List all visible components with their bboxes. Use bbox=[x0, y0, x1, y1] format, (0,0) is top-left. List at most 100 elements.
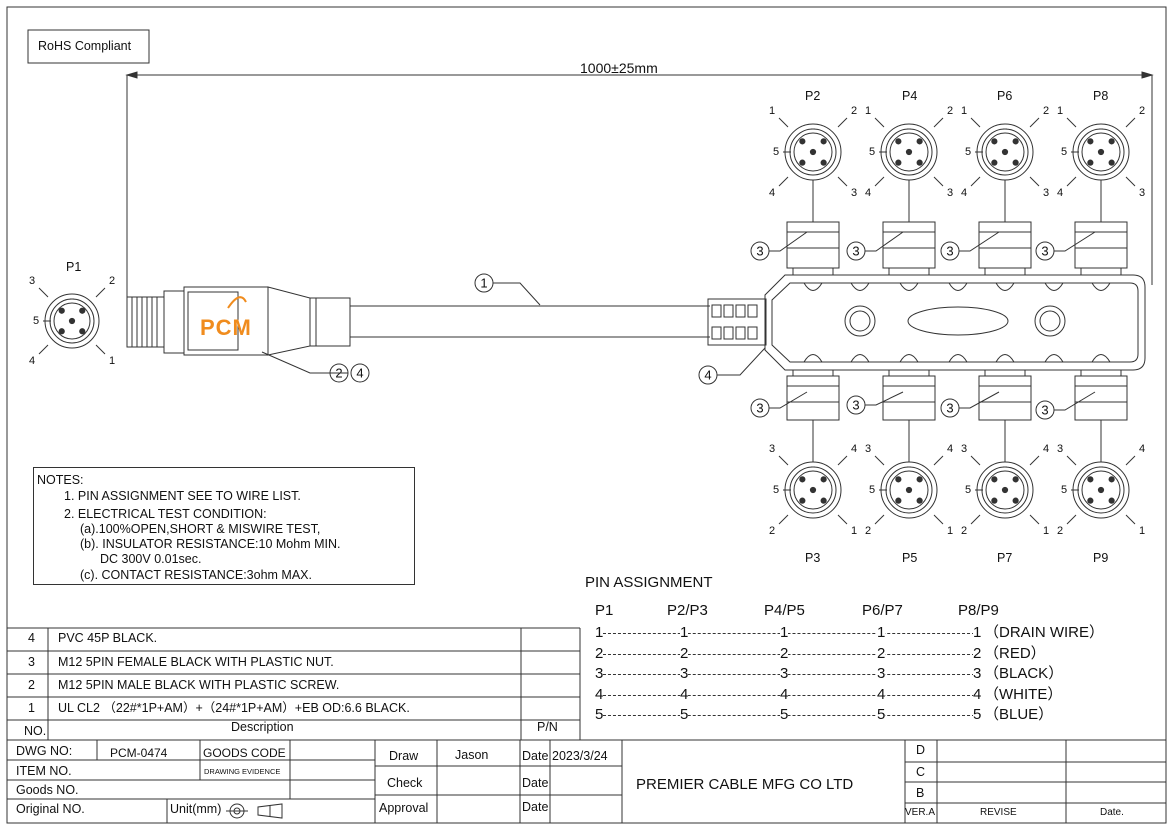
pin-number: 3 bbox=[29, 275, 35, 287]
pin-number: 4 bbox=[1057, 187, 1063, 199]
p1-connector-face bbox=[38, 287, 106, 355]
pin-number: 5 bbox=[1061, 146, 1067, 158]
pin-row-number: 5 bbox=[877, 706, 886, 723]
bom-desc: UL CL2 （22#*1P+AM）+（24#*1P+AM）+EB OD:6.6… bbox=[58, 701, 410, 715]
pin-number: 2 bbox=[1057, 525, 1063, 537]
pin-row-number: 2 bbox=[973, 644, 982, 662]
bottom-connector-face bbox=[778, 455, 848, 525]
sheet-border bbox=[6, 6, 1167, 824]
pin-number: 2 bbox=[769, 525, 775, 537]
female-nut bbox=[1074, 180, 1128, 275]
dim-arrow-right bbox=[1141, 71, 1154, 79]
pin-number: 2 bbox=[1043, 105, 1049, 117]
female-nut bbox=[882, 370, 936, 462]
pin-row-number: 3 bbox=[780, 665, 789, 682]
p6-label: P6 bbox=[997, 89, 1013, 103]
note-line: (a).100%OPEN,SHORT & MISWIRE TEST, bbox=[80, 522, 321, 536]
ver-a: VER.A bbox=[905, 807, 936, 818]
pin-row-dashes bbox=[598, 653, 980, 655]
callout-balloon: 2 bbox=[261, 351, 349, 383]
rev-d: D bbox=[916, 743, 926, 757]
pin-number: 5 bbox=[869, 146, 875, 158]
female-nut bbox=[786, 370, 840, 462]
pin-header-p4p5: P4/P5 bbox=[764, 602, 805, 619]
p2-label: P2 bbox=[805, 89, 821, 103]
goods-no-label: Goods NO. bbox=[16, 783, 79, 797]
company-name: PREMIER CABLE MFG CO LTD bbox=[636, 776, 854, 793]
pin-number: 4 bbox=[947, 443, 953, 455]
bom-desc: M12 5PIN MALE BLACK WITH PLASTIC SCREW. bbox=[58, 678, 340, 692]
pin-number: 5 bbox=[773, 484, 779, 496]
pin-row-number: 4 bbox=[680, 685, 689, 703]
rohs-box bbox=[27, 29, 150, 64]
pin-number: 2 bbox=[865, 525, 871, 537]
p8-label: P8 bbox=[1093, 89, 1109, 103]
callout-balloon: 3 bbox=[750, 231, 808, 261]
pin-row-number: 1 bbox=[780, 624, 789, 641]
note-line: (c). CONTACT RESISTANCE:3ohm MAX. bbox=[80, 568, 312, 582]
callout-balloon: 1 bbox=[474, 273, 541, 306]
note-line: 1. PIN ASSIGNMENT SEE TO WIRE LIST. bbox=[64, 489, 301, 503]
pin-number: 1 bbox=[1043, 525, 1049, 537]
date-col-label: Date. bbox=[1100, 807, 1124, 818]
pin-number: 3 bbox=[865, 443, 871, 455]
strain-relief bbox=[707, 298, 767, 346]
dwg-no-label: DWG NO: bbox=[16, 744, 73, 758]
goods-code-label: GOODS CODE bbox=[203, 746, 286, 760]
bom-no: 2 bbox=[28, 678, 35, 692]
pin-row-number: 3 bbox=[595, 665, 604, 682]
pin-number: 5 bbox=[965, 484, 971, 496]
bom-header-desc: Description bbox=[231, 720, 294, 734]
bom-desc: M12 5PIN FEMALE BLACK WITH PLASTIC NUT. bbox=[58, 655, 334, 669]
pin-number: 1 bbox=[769, 105, 775, 117]
pin-number: 3 bbox=[1043, 187, 1049, 199]
draw-label: Draw bbox=[389, 749, 419, 763]
pin-number: 3 bbox=[851, 187, 857, 199]
pin-number: 5 bbox=[965, 146, 971, 158]
callout-balloon: 3 bbox=[940, 391, 1000, 418]
callout-balloon: 4 bbox=[698, 347, 766, 385]
pin-row-number: 4 bbox=[595, 685, 604, 703]
date-label: Date bbox=[522, 776, 549, 790]
pin-row-number: 3 bbox=[973, 665, 982, 682]
pin-row-wire-color: （DRAIN WIRE） bbox=[984, 624, 1105, 641]
callout-balloon: 3 bbox=[940, 231, 1000, 261]
callout-number: 4 bbox=[356, 366, 363, 381]
note-line: (b). INSULATOR RESISTANCE:10 Mohm MIN. bbox=[80, 537, 341, 551]
pin-row-number: 2 bbox=[680, 644, 689, 662]
dwg-no-value: PCM-0474 bbox=[110, 746, 168, 760]
note-line: DC 300V 0.01sec. bbox=[100, 552, 202, 566]
pin-number: 2 bbox=[947, 105, 953, 117]
pin-row-wire-color: （BLUE） bbox=[984, 706, 1054, 723]
pin-row-wire-color: （WHITE） bbox=[984, 685, 1063, 703]
pin-row-number: 5 bbox=[973, 706, 982, 723]
pin-header-p2p3: P2/P3 bbox=[667, 602, 708, 619]
pin-row-number: 4 bbox=[780, 685, 789, 703]
bottom-connector-face bbox=[874, 455, 944, 525]
pin-row-dashes bbox=[598, 694, 980, 696]
notes-title: NOTES: bbox=[37, 473, 84, 487]
pin-row-dashes bbox=[598, 633, 980, 634]
bom-header-pn: P/N bbox=[537, 720, 558, 734]
callout-number: 3 bbox=[946, 401, 953, 416]
pin-row-number: 1 bbox=[680, 624, 689, 641]
pin-number: 1 bbox=[947, 525, 953, 537]
pin-number: 4 bbox=[1043, 443, 1049, 455]
pin-row-number: 2 bbox=[780, 644, 789, 662]
date-label: Date bbox=[522, 749, 549, 763]
callout-number: 3 bbox=[756, 401, 763, 416]
pin-row-wire-color: （RED） bbox=[984, 644, 1046, 662]
date-label: Date bbox=[522, 800, 549, 814]
pin-number: 2 bbox=[851, 105, 857, 117]
callout-number: 3 bbox=[946, 244, 953, 259]
top-connector-face bbox=[874, 117, 944, 187]
pin-number: 3 bbox=[947, 187, 953, 199]
rev-b: B bbox=[916, 786, 925, 800]
pin-row-wire-color: （BLACK） bbox=[984, 665, 1064, 682]
callout-number: 3 bbox=[852, 398, 859, 413]
bom-desc: PVC 45P BLACK. bbox=[58, 631, 158, 645]
item-no-label: ITEM NO. bbox=[16, 764, 72, 778]
callout-balloon: 3 bbox=[750, 391, 808, 418]
